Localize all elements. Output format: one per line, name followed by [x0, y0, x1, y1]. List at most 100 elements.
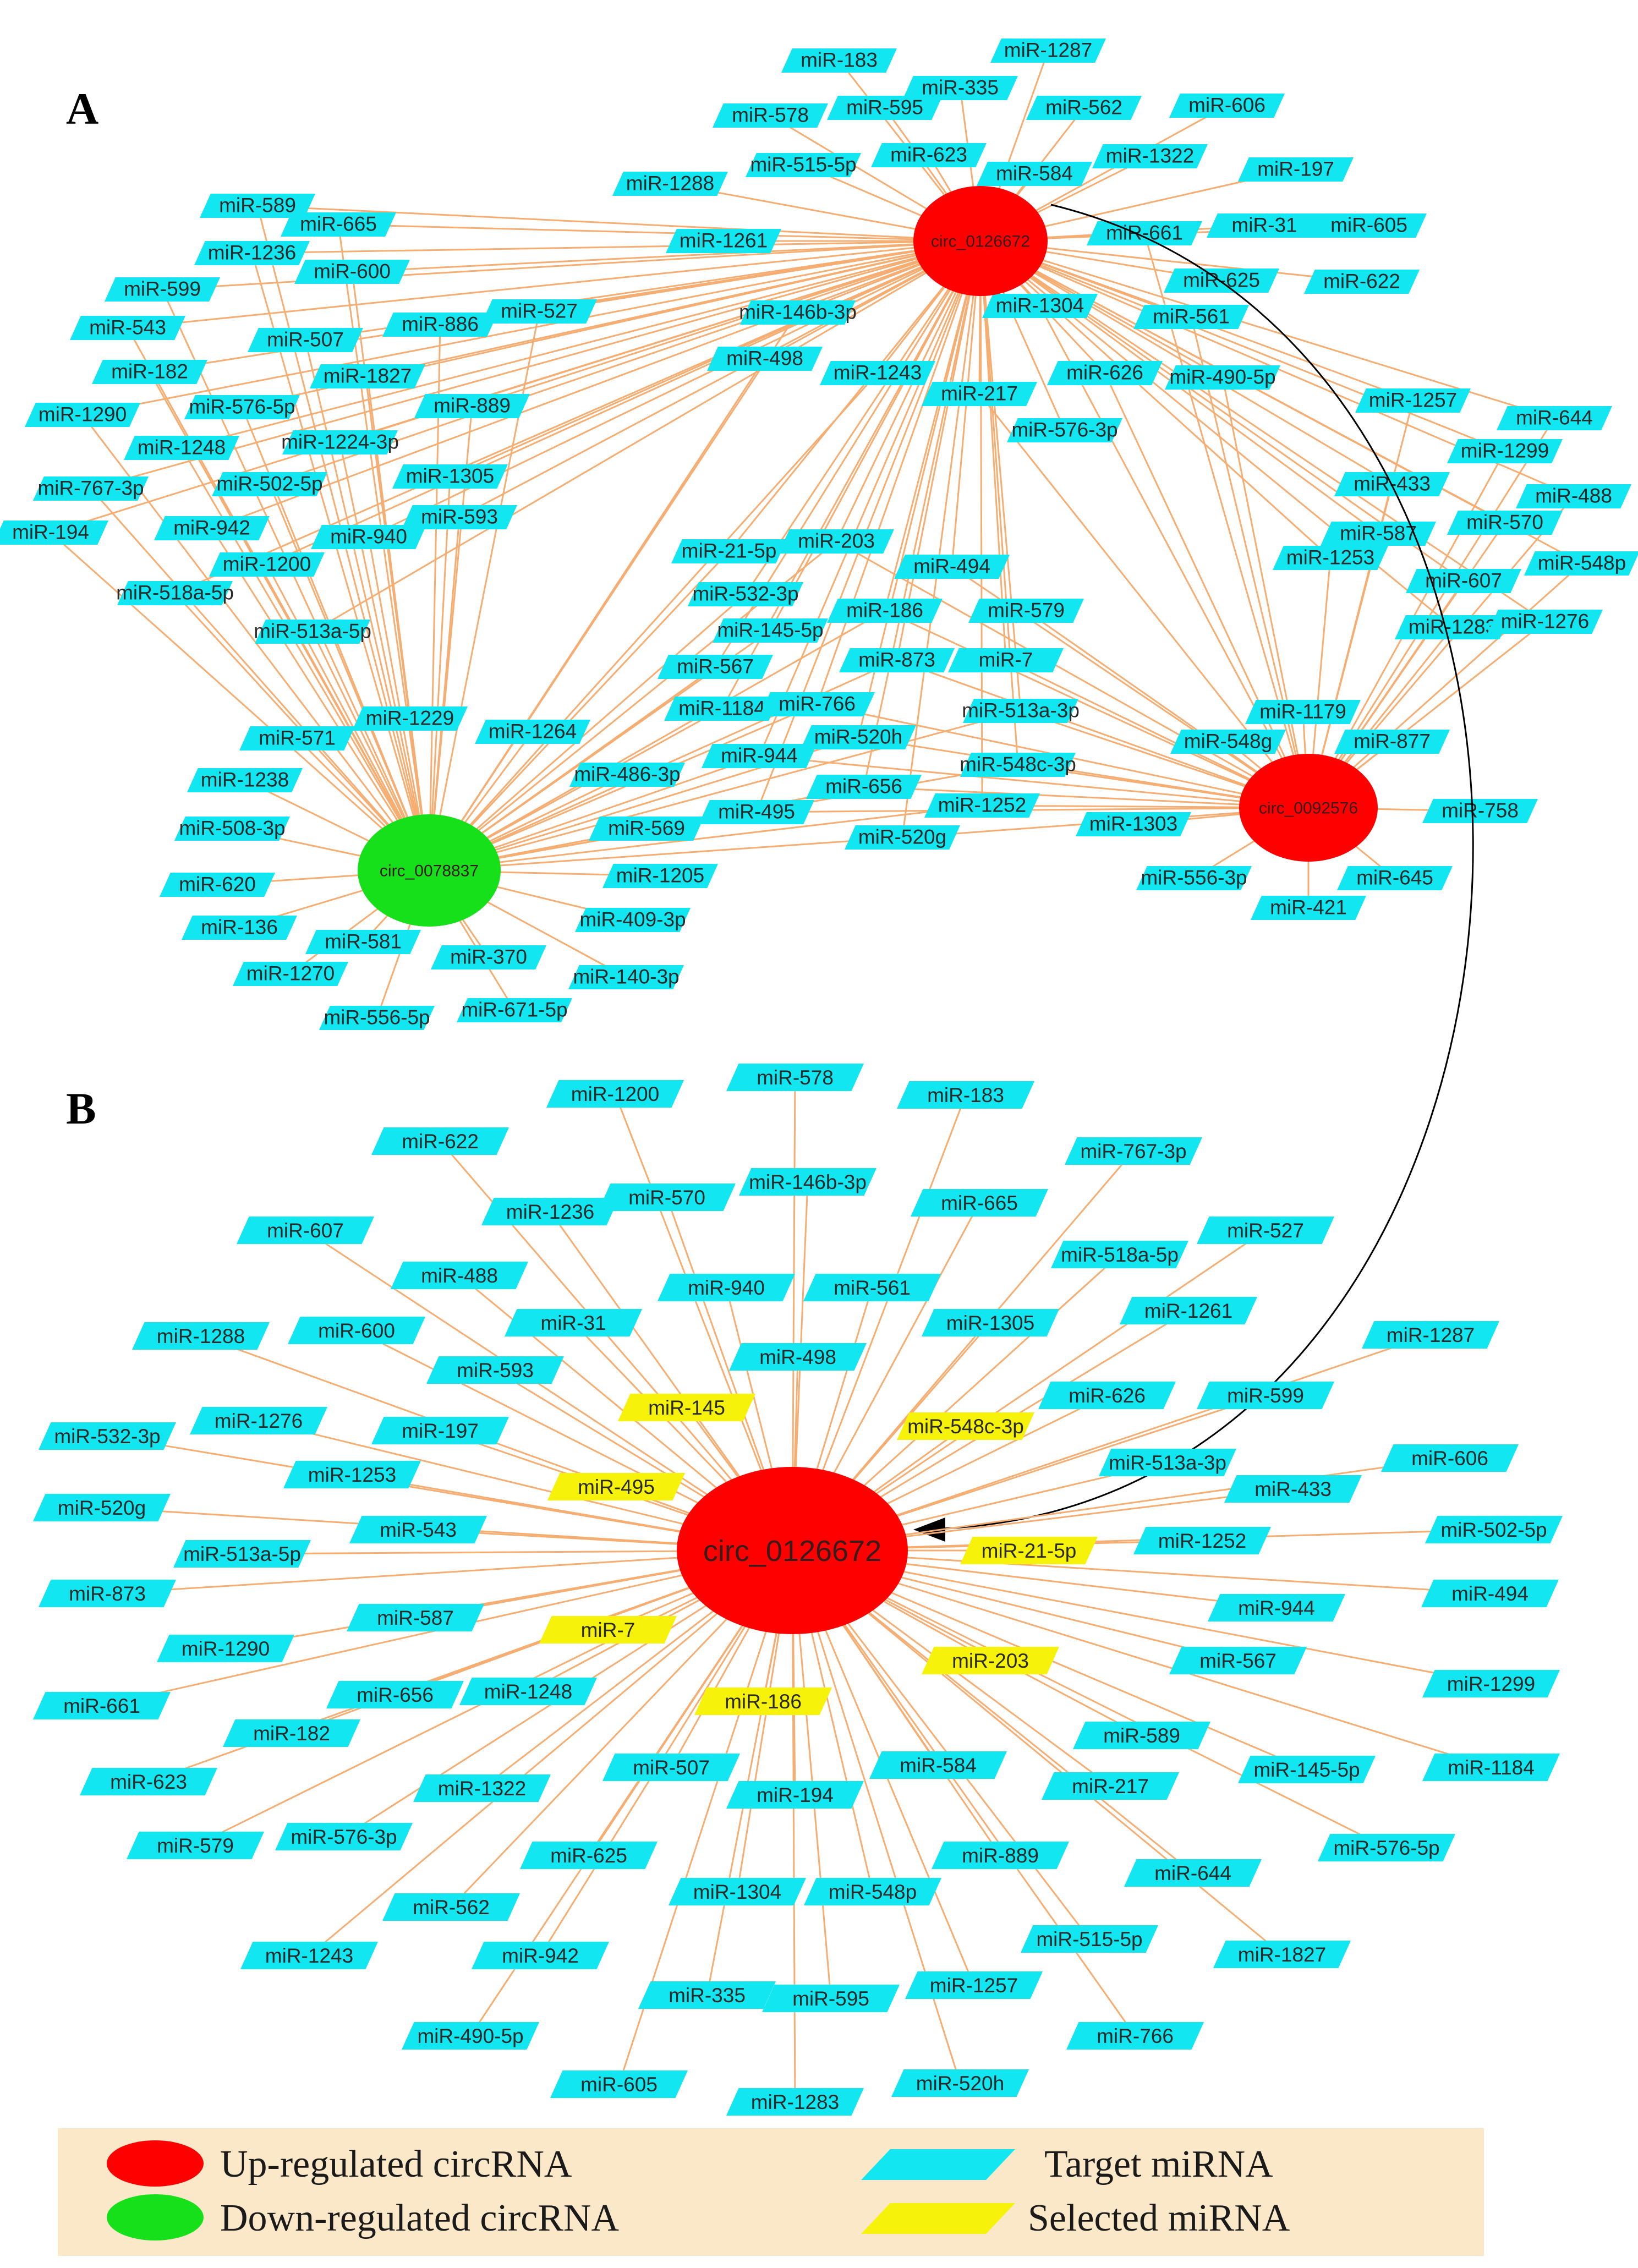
- mirna-label: miR-581: [325, 930, 402, 953]
- mirna-label: miR-513a-3p: [962, 699, 1080, 722]
- mirna-parallelogram: [505, 1309, 642, 1336]
- mirna-parallelogram: [402, 505, 517, 529]
- mirna-label: miR-490-5p: [417, 2025, 523, 2047]
- mirna-parallelogram: [431, 945, 546, 969]
- panel-a-edge-circ-0078837-mir-1236: [251, 253, 430, 871]
- mirna-parallelogram: [762, 1985, 900, 2012]
- panel-b-mirna-node-mir-502-5p: miR-502-5p: [1425, 1516, 1563, 1543]
- mirna-label: miR-1276: [215, 1410, 303, 1432]
- circrna-ellipse: [913, 186, 1048, 296]
- mirna-label: miR-548p: [1538, 552, 1626, 574]
- panel-a-mirna-node-mir-1200: miR-1200: [209, 552, 325, 577]
- mirna-parallelogram: [891, 2069, 1029, 2097]
- panel-a-edge-circ-0078837-mir-1248: [180, 447, 430, 871]
- panel-b-mirna-node-mir-589: miR-589: [1073, 1722, 1210, 1749]
- mirna-parallelogram: [209, 552, 325, 577]
- mirna-parallelogram: [200, 194, 315, 218]
- mirna-parallelogram: [932, 1842, 1069, 1869]
- mirna-label: miR-579: [988, 599, 1065, 622]
- panel-a-mirna-node-mir-1287: miR-1287: [990, 39, 1106, 63]
- mirna-parallelogram: [1042, 1772, 1179, 1800]
- mirna-label: miR-623: [110, 1771, 187, 1793]
- panel-a-mirna-node-mir-145-5p: miR-145-5p: [713, 618, 828, 643]
- panel-b-mirna-node-mir-1243: miR-1243: [240, 1942, 378, 1969]
- mirna-label: miR-644: [1154, 1862, 1231, 1884]
- mirna-parallelogram: [127, 1832, 264, 1859]
- panel-b-mirna-node-mir-570: miR-570: [598, 1184, 736, 1211]
- mirna-label: miR-1261: [680, 229, 768, 252]
- mirna-parallelogram: [1524, 551, 1638, 576]
- mirna-parallelogram: [117, 581, 233, 605]
- mirna-parallelogram: [92, 360, 207, 384]
- mirna-parallelogram: [33, 1692, 171, 1719]
- mirna-label: miR-548g: [1184, 730, 1272, 753]
- panel-a-edge-circ-0092576-mir-548p: [1308, 562, 1582, 809]
- mirna-parallelogram: [779, 529, 894, 554]
- panel-b-mirna-node-mir-1253: miR-1253: [283, 1461, 421, 1488]
- mirna-label: miR-944: [1238, 1597, 1315, 1619]
- mirna-parallelogram: [1087, 221, 1202, 245]
- mirna-parallelogram: [781, 48, 897, 73]
- mirna-parallelogram: [726, 1781, 864, 1809]
- mirna-label: miR-562: [1045, 96, 1122, 119]
- mirna-label: miR-543: [380, 1519, 457, 1541]
- panel-a-mirna-node-mir-626: miR-626: [1047, 361, 1163, 385]
- panel-a-mirna-node-mir-527: miR-527: [481, 299, 597, 324]
- panel-b-mirna-node-mir-940: miR-940: [658, 1274, 795, 1301]
- mirna-label: miR-194: [12, 521, 89, 544]
- mirna-parallelogram: [1092, 144, 1208, 168]
- panel-a-mirna-node-mir-767-3p: miR-767-3p: [33, 476, 149, 501]
- mirna-parallelogram: [568, 965, 684, 989]
- mirna-label: miR-1264: [489, 720, 577, 743]
- mirna-label: miR-548c-3p: [960, 753, 1076, 776]
- legend-up-regulated-label: Up-regulated circRNA: [220, 2143, 572, 2185]
- mirna-label: miR-183: [801, 49, 878, 72]
- legend-down-regulated-swatch: [107, 2194, 204, 2240]
- legend-up-regulated-swatch: [107, 2140, 204, 2187]
- panel-b-mirna-node-mir-507: miR-507: [602, 1754, 740, 1781]
- panel-a-edge-circ-0092576-mir-203: [836, 540, 1309, 809]
- panel-b-mirna-node-mir-197: miR-197: [371, 1417, 509, 1444]
- panel-b-mirna-node-mir-186: miR-186: [694, 1688, 832, 1715]
- mirna-parallelogram: [664, 697, 780, 721]
- legend-target-mirna-label: Target miRNA: [1044, 2143, 1273, 2185]
- panel-a-mirna-node-mir-488: miR-488: [1516, 484, 1631, 508]
- mirna-label: miR-1303: [1089, 813, 1177, 835]
- panel-b-mirna-node-mir-433: miR-433: [1224, 1475, 1362, 1503]
- panel-b-circrna-node: circ_0126672: [677, 1467, 908, 1634]
- mirna-parallelogram: [911, 1189, 1048, 1217]
- mirna-label: miR-944: [721, 744, 798, 767]
- mirna-label: miR-145: [648, 1396, 725, 1419]
- mirna-parallelogram: [702, 744, 817, 768]
- panel-b-mirna-node-mir-625: miR-625: [520, 1842, 658, 1869]
- mirna-label: miR-567: [677, 655, 754, 678]
- mirna-parallelogram: [520, 1842, 658, 1869]
- panel-a-mirna-node-mir-665: miR-665: [281, 212, 396, 237]
- panel-a-edge-circ-0126672-mir-944: [758, 240, 982, 757]
- panel-a-mirna-node-mir-1264: miR-1264: [475, 720, 590, 744]
- mirna-label: miR-1288: [157, 1325, 245, 1347]
- panel-b-mirna-node-mir-513a-5p: miR-513a-5p: [173, 1540, 311, 1568]
- mirna-label: miR-520h: [814, 726, 902, 748]
- panel-b-mirna-node-mir-543: miR-543: [349, 1516, 487, 1543]
- panel-a-edge-circ-0126672-mir-1290: [82, 240, 981, 416]
- mirna-label: miR-942: [173, 517, 250, 539]
- panel-a-edge-circ-0126672-mir-495: [755, 240, 982, 813]
- mirna-parallelogram: [1207, 213, 1322, 238]
- mirna-parallelogram: [1251, 896, 1366, 920]
- panel-a-mirna-node-mir-584: miR-584: [977, 162, 1092, 186]
- panel-b-mirna-node-mir-515-5p: miR-515-5p: [1021, 1925, 1158, 1953]
- mirna-parallelogram: [598, 1184, 736, 1211]
- connector-arrowhead: [913, 1518, 945, 1542]
- legend-background: [58, 2128, 1484, 2256]
- mirna-label: miR-569: [608, 817, 685, 840]
- panel-a-mirna-node-mir-606: miR-606: [1169, 94, 1285, 118]
- mirna-label: miR-600: [314, 260, 391, 283]
- panel-a-mirna-node-mir-1288: miR-1288: [612, 172, 728, 196]
- mirna-parallelogram: [713, 618, 828, 643]
- mirna-label: miR-502-5p: [216, 473, 322, 495]
- mirna-label: miR-433: [1354, 473, 1431, 495]
- mirna-label: miR-607: [267, 1219, 344, 1242]
- mirna-parallelogram: [801, 725, 916, 749]
- panel-b-mirna-node-mir-1322: miR-1322: [413, 1774, 551, 1802]
